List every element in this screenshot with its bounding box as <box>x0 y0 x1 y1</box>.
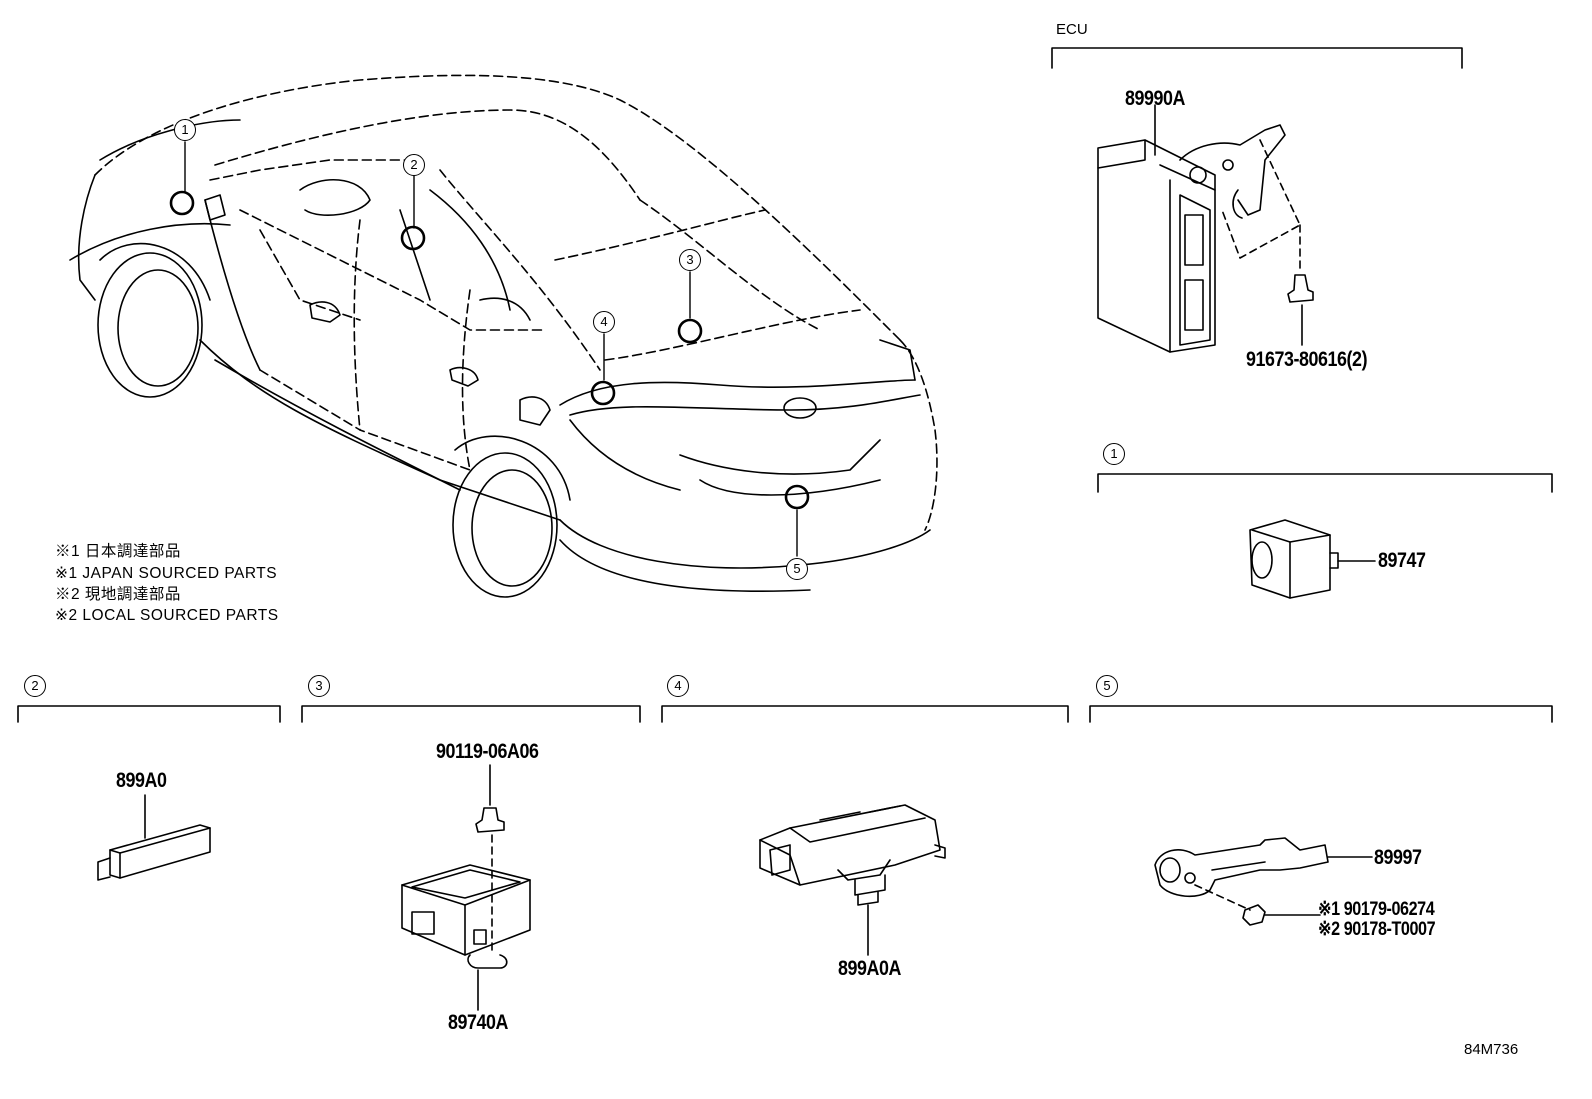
section-5-part-number[interactable]: 89997 <box>1374 846 1422 869</box>
section-2-callout: 2 <box>24 675 46 697</box>
section-4-callout: 4 <box>667 675 689 697</box>
section-3-part-number[interactable]: 89740A <box>448 1011 508 1034</box>
section-1-part-drawing <box>1249 519 1376 599</box>
section-3-bolt-part-number[interactable]: 90119-06A06 <box>436 740 539 763</box>
car-callout-4: 4 <box>593 311 615 333</box>
section-5-nut-local[interactable]: ※2 90178-T0007 <box>1318 919 1436 940</box>
section-4-part-number[interactable]: 899A0A <box>838 957 901 980</box>
car-illustration <box>69 74 938 598</box>
section-5-callout: 5 <box>1096 675 1118 697</box>
section-5-nut-japan[interactable]: ※1 90179-06274 <box>1318 899 1435 920</box>
car-callout-2: 2 <box>403 154 425 176</box>
section-5-bracket <box>1089 705 1553 723</box>
car-callout-5: 5 <box>786 558 808 580</box>
car-callout-3: 3 <box>679 249 701 271</box>
section-2-part-drawing <box>97 794 211 881</box>
note-local-sourced-jp: ※2 現地調達部品 <box>55 586 181 603</box>
ecu-section-label: ECU <box>1056 21 1088 38</box>
car-callout-1: 1 <box>174 119 196 141</box>
car-callouts <box>184 141 798 557</box>
ecu-bolt-part-number[interactable]: 91673-80616(2) <box>1246 348 1368 371</box>
section-2-bracket <box>17 705 281 723</box>
ecu-unit-drawing <box>1097 104 1314 353</box>
ecu-section-bracket <box>1051 47 1463 69</box>
section-4-part-drawing <box>759 804 946 956</box>
section-1-callout: 1 <box>1103 443 1125 465</box>
diagram-code: 84M736 <box>1464 1041 1519 1058</box>
note-japan-sourced-jp: ※1 日本調達部品 <box>55 543 181 560</box>
section-2-part-number[interactable]: 899A0 <box>116 769 167 792</box>
section-4-bracket <box>661 705 1069 723</box>
section-1-part-number[interactable]: 89747 <box>1378 549 1426 572</box>
car-target-circles <box>169 190 810 510</box>
ecu-part-number[interactable]: 89990A <box>1125 87 1185 110</box>
section-3-part-drawing <box>401 764 531 1011</box>
section-3-bracket <box>301 705 641 723</box>
section-3-callout: 3 <box>308 675 330 697</box>
note-japan-sourced-en: ※1 JAPAN SOURCED PARTS <box>55 565 278 582</box>
section-5-part-drawing <box>1154 837 1373 926</box>
note-local-sourced-en: ※2 LOCAL SOURCED PARTS <box>55 607 279 624</box>
section-1-bracket <box>1097 473 1553 493</box>
